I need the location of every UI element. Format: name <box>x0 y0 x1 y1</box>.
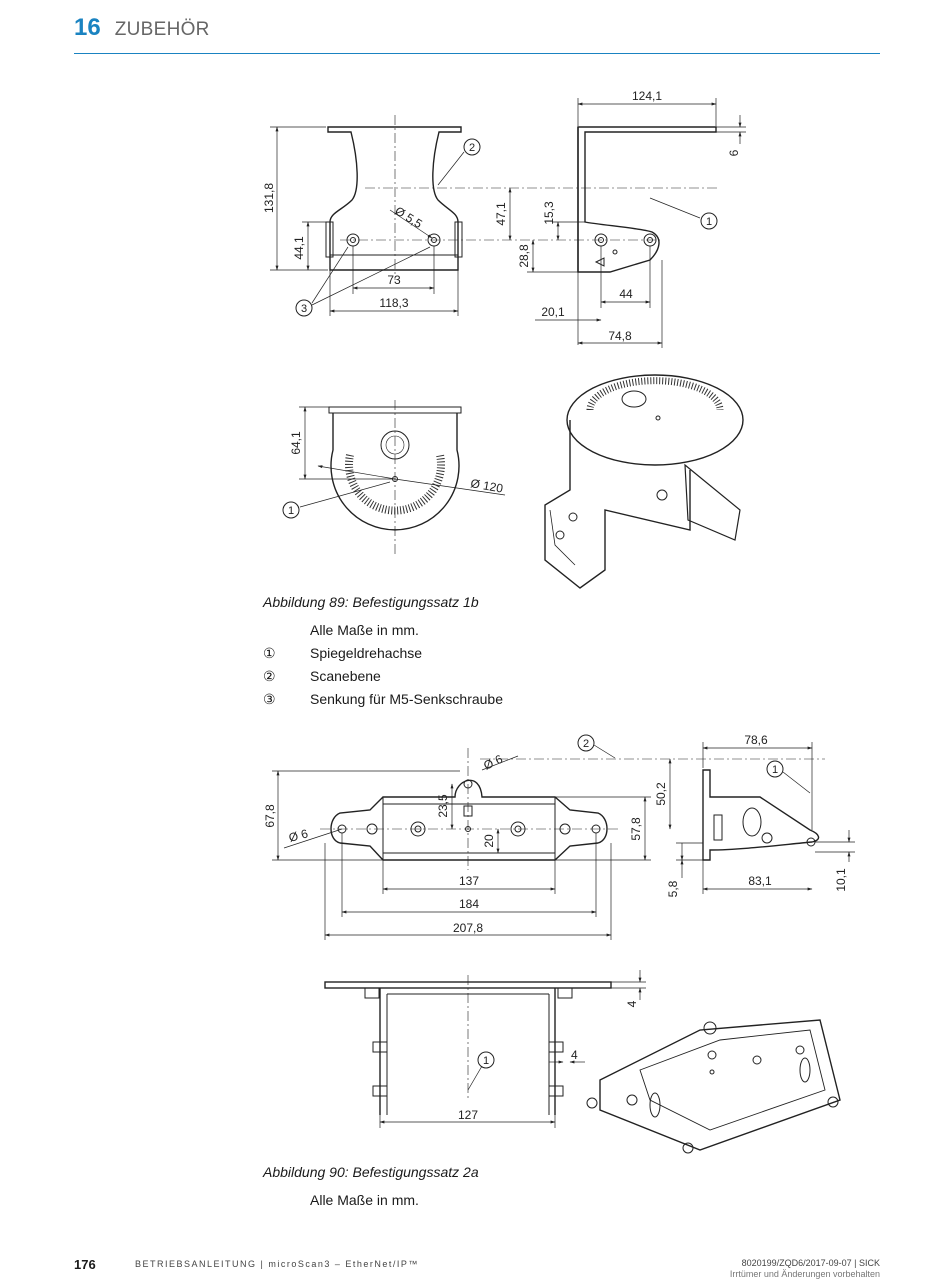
figure89-top-view <box>328 400 462 555</box>
dim-23-5: 23,5 <box>436 794 450 818</box>
dim-131-8: 131,8 <box>262 183 276 213</box>
footer-right: 8020199/ZQD6/2017-09-07 | SICK Irrtümer … <box>730 1258 880 1279</box>
dim-20: 20 <box>482 834 496 848</box>
dim-dia-5-5: Ø 5,5 <box>392 204 425 232</box>
dim-74-8: 74,8 <box>608 329 632 343</box>
chapter-title: ZUBEHÖR <box>114 19 210 40</box>
legend-item: ① Spiegeldrehachse <box>263 645 422 662</box>
footer-disclaimer: Irrtümer und Änderungen vorbehalten <box>729 1269 880 1279</box>
legend-text: Scanebene <box>310 668 381 684</box>
legend-text: Spiegeldrehachse <box>310 645 423 661</box>
dim-4-plate: 4 <box>625 1000 639 1007</box>
legend-marker: ③ <box>263 691 276 707</box>
legend-item: ③ Senkung für M5-Senkschraube <box>263 691 503 708</box>
callout-2: 2 <box>469 142 475 154</box>
figure89-iso-view <box>544 374 744 589</box>
dim-73: 73 <box>387 273 401 287</box>
dim-5-8: 5,8 <box>666 880 680 897</box>
callout-3: 3 <box>301 303 307 315</box>
figure90-dimension-texts: Ø 6 78,6 67,8 23,5 50,2 57,8 Ø 6 20 137 … <box>263 733 848 1122</box>
dim-184: 184 <box>459 897 479 911</box>
callout-1: 1 <box>772 764 778 776</box>
legend-marker: ① <box>263 645 276 661</box>
dim-127: 127 <box>458 1108 478 1122</box>
figure89-note: Alle Maße in mm. <box>310 622 419 638</box>
dim-dia-6-left: Ø 6 <box>287 826 310 845</box>
dim-118-3: 118,3 <box>379 296 408 310</box>
callout-1-top-view: 1 <box>288 505 294 517</box>
dim-137: 137 <box>459 874 479 888</box>
dim-10-1: 10,1 <box>834 868 848 892</box>
figure89-callouts: 2 1 3 1 <box>282 138 718 519</box>
dim-15-3: 15,3 <box>542 201 556 225</box>
dim-207-8: 207,8 <box>453 921 483 935</box>
callout-1-bottom-view: 1 <box>483 1055 489 1067</box>
callout-1: 1 <box>706 216 712 228</box>
figure90-bottom-view <box>324 975 612 1115</box>
dim-47-1: 47,1 <box>494 202 508 226</box>
dim-124-1: 124,1 <box>632 89 662 103</box>
chapter-number: 16 <box>74 14 101 41</box>
legend-text: Senkung für M5-Senkschraube <box>310 691 503 707</box>
figure90-iso-view <box>586 1019 841 1154</box>
footer-doc-id: 8020199/ZQD6/2017-09-07 | SICK <box>741 1258 880 1268</box>
figure89-dimension-lines <box>270 98 746 496</box>
figure90-dimension-lines <box>272 742 855 1128</box>
dim-67-8: 67,8 <box>263 804 277 828</box>
dim-64-1: 64,1 <box>289 431 303 455</box>
legend-item: ② Scanebene <box>263 668 381 685</box>
dim-20-1: 20,1 <box>541 305 565 319</box>
figure89-leader-lines <box>299 151 701 508</box>
page-header: 16 ZUBEHÖR <box>74 14 210 44</box>
dim-78-6: 78,6 <box>744 733 768 747</box>
dim-44: 44 <box>619 287 633 301</box>
figure89-dimension-texts: 124,1 6 131,8 44,1 Ø 5,5 47,1 15,3 28,8 … <box>262 89 741 496</box>
dim-dia-6-top: Ø 6 <box>481 752 505 773</box>
dim-83-1: 83,1 <box>748 874 772 888</box>
figure90-front-view <box>320 748 620 870</box>
dim-50-2: 50,2 <box>654 782 668 806</box>
dim-4-flange: 4 <box>571 1048 578 1062</box>
footer-doc-title: BETRIEBSANLEITUNG | microScan3 – EtherNe… <box>135 1259 419 1269</box>
header-rule <box>74 53 880 54</box>
callout-2: 2 <box>583 738 589 750</box>
figure90-side-view <box>480 758 825 861</box>
dim-6: 6 <box>727 149 741 156</box>
dim-dia-120: Ø 120 <box>469 476 504 496</box>
figure90-note: Alle Maße in mm. <box>310 1192 419 1208</box>
dim-28-8: 28,8 <box>517 244 531 268</box>
figure89-side-view <box>577 126 717 273</box>
page-number: 176 <box>74 1257 96 1272</box>
figure90-leader-lines <box>467 744 811 1091</box>
figure90-callouts: 2 1 1 <box>477 734 784 1069</box>
figure90-caption: Abbildung 90: Befestigungssatz 2a <box>263 1164 479 1180</box>
legend-marker: ② <box>263 668 276 684</box>
figure89-caption: Abbildung 89: Befestigungssatz 1b <box>263 594 479 610</box>
dim-57-8: 57,8 <box>629 817 643 841</box>
dim-44-1: 44,1 <box>292 236 306 260</box>
